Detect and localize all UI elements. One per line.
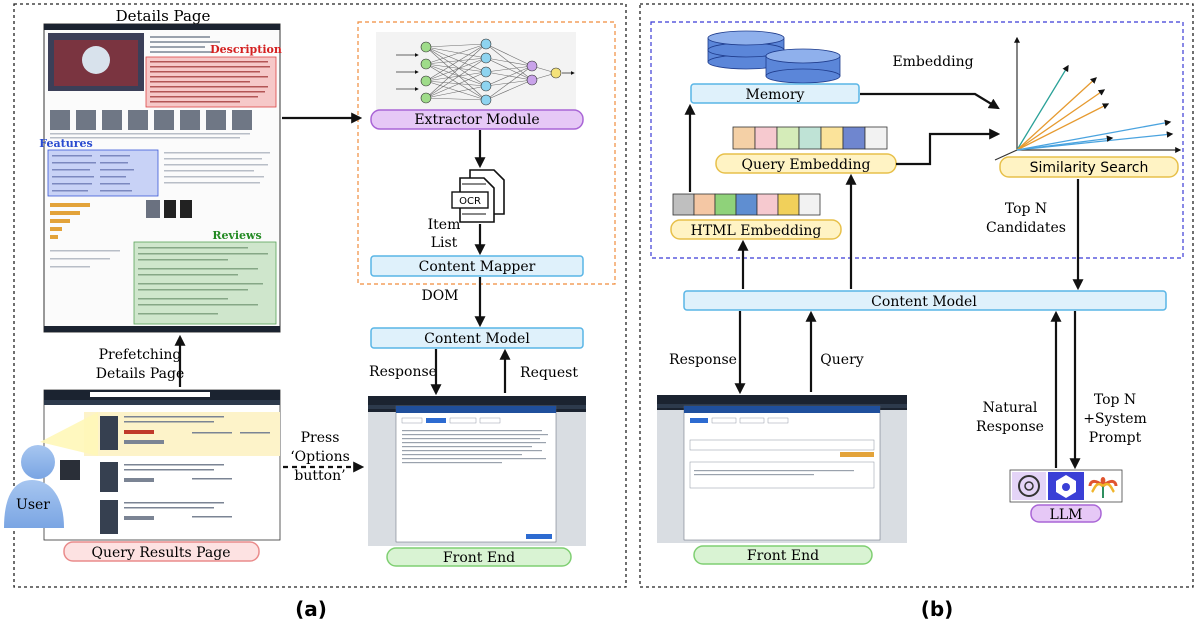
- details-page-title: Details Page: [116, 7, 211, 25]
- embedding-label: Embedding: [892, 54, 973, 70]
- content-model-b-label: Content Model: [871, 294, 977, 310]
- html-embedding-vector: [672, 193, 821, 216]
- natural-response-label-2: Response: [976, 419, 1044, 435]
- content-mapper-box: [370, 255, 584, 277]
- press-label-2: ‘Options: [290, 449, 350, 465]
- prefetch-label-2: Details Page: [96, 366, 184, 382]
- topn-system-label-1: Top N: [1094, 392, 1136, 408]
- caption-b: (b): [921, 597, 954, 621]
- neural-network-icon: [376, 32, 576, 110]
- llm-icons: [1009, 469, 1123, 503]
- user-spotlight: [40, 412, 98, 456]
- caption-a: (a): [295, 597, 327, 621]
- arrow-memory-to-similarity: [860, 92, 1000, 110]
- top-n-label-2: Candidates: [986, 220, 1066, 236]
- ocr-text: OCR: [459, 196, 481, 207]
- dom-label: DOM: [421, 288, 458, 304]
- natural-response-label-1: Natural: [983, 400, 1038, 416]
- panel-a-border: [13, 3, 627, 588]
- extractor-module-label: Extractor Module: [414, 112, 539, 128]
- features-label: Features: [39, 137, 92, 150]
- query-results-page-box: [63, 541, 260, 562]
- front-end-a-screenshot: [368, 396, 586, 546]
- query-b-label: Query: [820, 352, 863, 368]
- front-end-a-box: [386, 547, 572, 567]
- palm-icon: [1086, 472, 1120, 500]
- openai-icon: [1012, 472, 1046, 500]
- reviews-label: Reviews: [212, 229, 261, 242]
- similarity-search-box: [999, 156, 1179, 178]
- arrow-query-emb-to-similarity: [896, 128, 1001, 166]
- front-end-b-box: [693, 545, 873, 565]
- press-label-1: Press: [301, 430, 340, 446]
- response-b-label: Response: [669, 352, 737, 368]
- request-a-label: Request: [520, 365, 578, 381]
- press-label-3: button’: [294, 468, 345, 484]
- item-list-label-2: List: [431, 235, 458, 251]
- item-list-label-1: Item: [428, 217, 461, 233]
- content-model-a-box: [370, 327, 584, 349]
- user-label: User: [16, 497, 50, 513]
- html-embedding-label: HTML Embedding: [691, 223, 822, 239]
- description-label: Description: [210, 43, 282, 56]
- query-embedding-label: Query Embedding: [742, 157, 871, 173]
- memory-label: Memory: [746, 87, 805, 103]
- front-end-b-label: Front End: [747, 548, 819, 564]
- query-results-screenshot: [43, 389, 281, 541]
- query-embedding-vector: [732, 126, 888, 150]
- ocr-icon: OCR: [451, 169, 505, 223]
- panel-b-border: [639, 3, 1194, 588]
- llm-box: [1030, 504, 1102, 523]
- content-model-b-box: [683, 290, 1167, 311]
- similarity-search-label: Similarity Search: [1030, 160, 1149, 176]
- details-page-screenshot: Details Page Description: [39, 7, 282, 333]
- features-box: [47, 149, 159, 197]
- vector-space-icon: [994, 36, 1182, 161]
- response-a-label: Response: [369, 364, 437, 380]
- extractor-region: [357, 21, 616, 285]
- database-icon: [707, 30, 841, 84]
- llm-label: LLM: [1050, 507, 1083, 523]
- html-embedding-box: [670, 219, 842, 240]
- extractor-module-box: [370, 109, 584, 130]
- rag-region: [650, 21, 1184, 259]
- meta-llama-icon: [1048, 472, 1084, 500]
- topn-system-label-3: Prompt: [1089, 430, 1142, 446]
- user-icon: [4, 445, 64, 528]
- prefetch-label-1: Prefetching: [99, 347, 182, 363]
- top-n-label-1: Top N: [1005, 201, 1047, 217]
- content-mapper-label: Content Mapper: [419, 259, 536, 275]
- front-end-b-screenshot: [657, 395, 907, 543]
- content-model-a-label: Content Model: [424, 331, 530, 347]
- topn-system-label-2: +System: [1083, 411, 1147, 427]
- query-results-page-label: Query Results Page: [92, 545, 231, 561]
- front-end-a-label: Front End: [443, 550, 515, 566]
- memory-box: [690, 83, 860, 104]
